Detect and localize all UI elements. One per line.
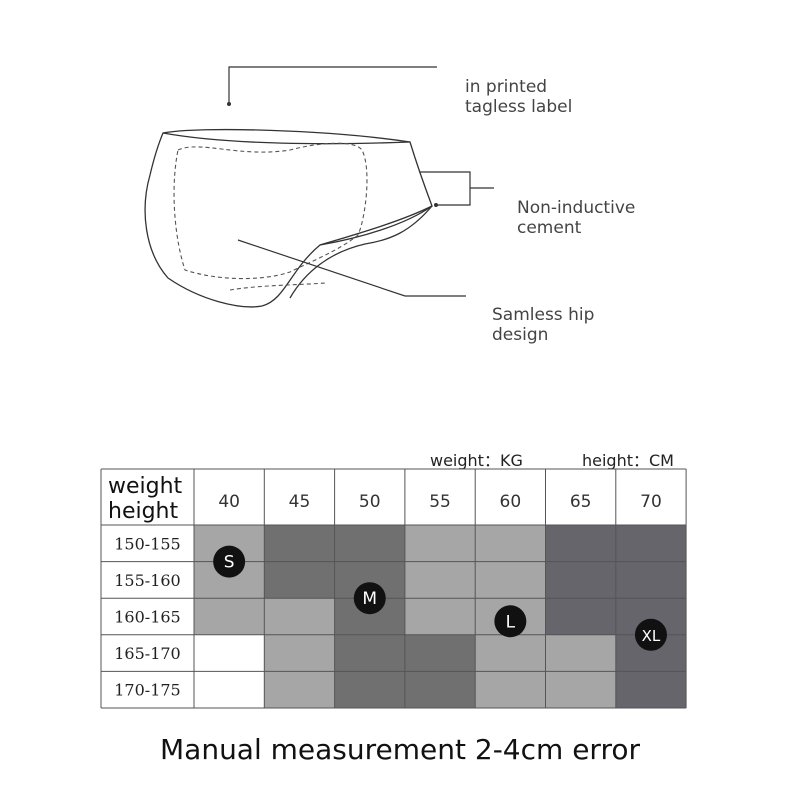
weight-header: 40 <box>218 492 240 512</box>
size-badge-label: XL <box>642 627 661 645</box>
size-badge-S <box>213 545 246 578</box>
weight-header: 55 <box>429 492 451 512</box>
height-row-header: 165-170 <box>114 644 180 663</box>
height-unit-label: height：CM <box>582 451 674 470</box>
callout-tagless-label: in printed tagless label <box>465 77 573 117</box>
size-cell <box>545 598 616 635</box>
size-cell <box>475 671 546 708</box>
size-cell <box>264 598 335 635</box>
size-cell <box>615 671 687 708</box>
label-leader-dot <box>227 102 231 106</box>
size-cell <box>334 634 405 672</box>
size-cell <box>194 598 265 635</box>
callout-seamless-hip: Samless hip design <box>492 305 595 345</box>
corner-label-height: height <box>108 499 178 524</box>
size-cell <box>404 634 476 672</box>
callout-non-inductive-cement: Non-inductive cement <box>517 198 636 238</box>
weight-header: 65 <box>570 492 592 512</box>
corner-label-weight: weight <box>108 474 183 499</box>
size-cell <box>264 525 335 562</box>
hip-leader-line <box>237 239 466 297</box>
size-cell <box>475 525 546 562</box>
size-cell <box>404 598 476 635</box>
caption: Manual measurement 2-4cm error <box>160 733 640 766</box>
briefs-outline <box>144 128 433 308</box>
size-cell <box>545 634 616 672</box>
size-cell <box>545 671 616 708</box>
size-badge-label: L <box>506 612 516 632</box>
size-badge-label: S <box>224 553 235 573</box>
size-cell <box>404 561 476 599</box>
height-row-header: 160-165 <box>114 608 180 627</box>
size-badge-M <box>353 582 386 615</box>
size-badge-XL <box>634 618 667 651</box>
briefs-illustration <box>144 66 494 308</box>
size-cell <box>264 561 335 599</box>
table-grid <box>100 468 687 709</box>
size-cell <box>475 634 546 672</box>
cement-leader-dot <box>434 203 438 207</box>
height-row-header: 155-160 <box>114 571 180 590</box>
size-cell <box>404 525 476 562</box>
weight-header: 60 <box>500 492 522 512</box>
size-cell <box>264 671 335 708</box>
weight-header: 50 <box>359 492 381 512</box>
size-cell <box>334 671 405 708</box>
cement-leader-line <box>420 171 494 206</box>
label-leader-line <box>228 66 437 104</box>
size-badge-label: M <box>362 589 377 609</box>
weight-unit-label: weight：KG <box>430 451 523 470</box>
size-cell <box>194 671 265 708</box>
size-cell <box>475 561 546 599</box>
hip-seam-dashed <box>173 142 368 280</box>
size-cell <box>615 525 687 562</box>
height-row-header: 150-155 <box>114 534 180 553</box>
size-cell <box>545 561 616 599</box>
size-cell <box>264 634 335 672</box>
size-cell <box>545 525 616 562</box>
size-cell <box>334 525 405 562</box>
size-cell <box>615 561 687 599</box>
size-cell <box>194 634 265 672</box>
height-row-header: 170-175 <box>114 681 180 700</box>
size-badge-L <box>494 605 527 638</box>
weight-header: 70 <box>640 492 662 512</box>
size-cell <box>404 671 476 708</box>
weight-header: 45 <box>289 492 311 512</box>
